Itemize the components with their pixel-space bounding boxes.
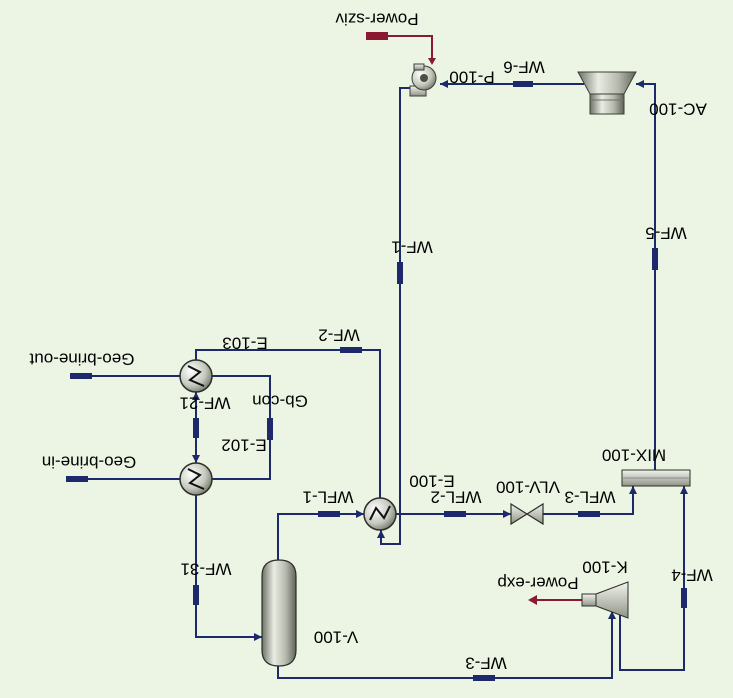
- mixer-mix100-icon[interactable]: [621, 469, 691, 487]
- arrowhead-wfl-1: [356, 510, 364, 518]
- stream-line-wf-1: [399, 87, 420, 532]
- stream-line-wf-31: [195, 495, 262, 638]
- label-gb-con[interactable]: Gb-con: [252, 392, 308, 411]
- stream-line-wfl-1: [277, 513, 364, 563]
- energy-arrow-power-sziv: [366, 32, 388, 40]
- arrow-wf-21: [193, 418, 199, 438]
- arrowhead-wf-4: [680, 486, 688, 494]
- label-wf-6[interactable]: WF-6: [503, 58, 545, 77]
- stream-line-gb-con: [212, 375, 271, 480]
- arrow-wfl-2: [444, 511, 466, 517]
- energy-arrowhead-power-sziv: [428, 58, 436, 65]
- pump-p100-icon[interactable]: [409, 63, 437, 97]
- arrow-wf-2: [340, 347, 362, 353]
- label-e102[interactable]: E-102: [221, 436, 266, 455]
- arrow-gb-con: [267, 418, 273, 440]
- air-cooler-ac100-icon[interactable]: [577, 71, 637, 115]
- arrow-wfl-1: [318, 511, 340, 517]
- label-wf-3[interactable]: WF-3: [465, 654, 507, 673]
- energy-line-power-sziv: [372, 35, 433, 60]
- label-geo-brine-in[interactable]: Geo-brine-in: [42, 453, 137, 472]
- heat-exchanger-e103-icon[interactable]: [179, 359, 213, 393]
- turbine-k100-icon[interactable]: [581, 581, 629, 619]
- label-wf-1[interactable]: WF-1: [391, 238, 433, 257]
- stream-line-wf-5: [622, 83, 656, 479]
- label-wfl-2[interactable]: WFL-2: [431, 488, 482, 507]
- arrowhead-e100-return: [377, 530, 385, 538]
- label-power-exp[interactable]: Power-exp: [497, 574, 578, 593]
- label-e103[interactable]: E-103: [222, 334, 267, 353]
- arrowhead-wf-31: [254, 633, 262, 641]
- arrowhead-wf-5: [636, 80, 644, 88]
- arrowhead-wfl-3: [629, 486, 637, 494]
- arrow-wf-6: [513, 81, 533, 87]
- label-wf-2[interactable]: WF-2: [318, 326, 360, 345]
- valve-vlv100-icon[interactable]: [510, 502, 544, 526]
- label-ac100[interactable]: AC-100: [649, 100, 707, 119]
- energy-arrowhead-power-exp: [528, 595, 537, 605]
- label-geo-brine-out[interactable]: Geo-brine-out: [29, 350, 134, 369]
- label-wf-21[interactable]: WF-21: [180, 394, 231, 413]
- arrow-geo-brine-out: [70, 373, 92, 379]
- stream-line-wf-2: [195, 349, 381, 500]
- arrow-wfl-3: [578, 511, 600, 517]
- arrow-p100-inlet: [440, 80, 448, 88]
- label-power-sziv[interactable]: Power-sziv: [335, 10, 419, 29]
- label-wf-31[interactable]: WF-31: [181, 560, 232, 579]
- labels: Power-sziv P-100 WF-6 AC-100 WF-1 WF-5 E…: [29, 10, 712, 673]
- arrowhead-e103-out: [192, 392, 200, 400]
- heat-exchanger-e100-icon[interactable]: [363, 497, 397, 531]
- stream-line-wf-3: [277, 611, 613, 679]
- arrowhead-wf-21: [192, 455, 200, 463]
- arrowhead-wfl-2: [503, 510, 511, 518]
- label-mix100[interactable]: MIX-100: [602, 446, 666, 465]
- stream-line-wf-4: [619, 486, 685, 671]
- arrow-wf-3: [473, 675, 495, 681]
- label-vlv100[interactable]: VLV-100: [496, 478, 560, 497]
- label-wfl-3[interactable]: WFL-3: [565, 488, 616, 507]
- arrow-wf-5: [652, 248, 658, 270]
- label-wf-4[interactable]: WF-4: [671, 566, 713, 585]
- label-v100[interactable]: V-100: [314, 628, 358, 647]
- label-wfl-1[interactable]: WFL-1: [303, 488, 354, 507]
- label-k100[interactable]: K-100: [582, 558, 627, 577]
- heat-exchanger-e102-icon[interactable]: [179, 462, 213, 496]
- separator-v100-icon[interactable]: [261, 559, 297, 667]
- arrow-wf-1: [397, 262, 403, 284]
- label-p100[interactable]: P-100: [449, 68, 494, 87]
- arrowhead-wf-3: [608, 611, 616, 619]
- arrow-geo-brine-in: [66, 476, 88, 482]
- label-e100[interactable]: E-100: [409, 472, 454, 491]
- label-wf-5[interactable]: WF-5: [645, 224, 687, 243]
- arrow-wf-31: [193, 585, 199, 605]
- arrow-wf-4: [681, 588, 687, 608]
- stream-line-wfl-3: [543, 486, 634, 515]
